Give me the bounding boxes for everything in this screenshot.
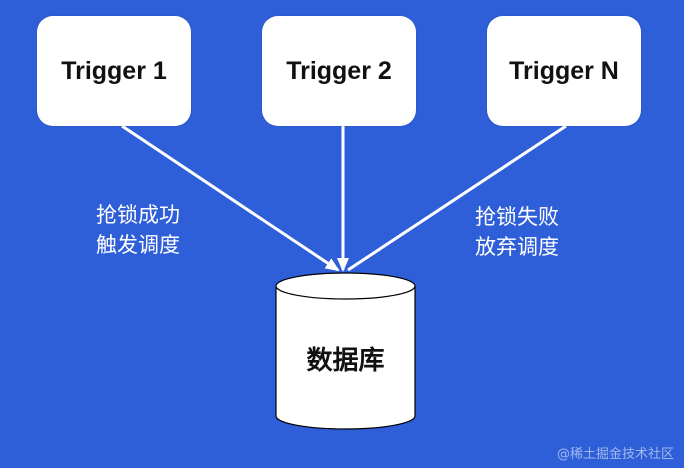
database-cylinder [275, 272, 416, 430]
lock-success-note: 抢锁成功 触发调度 [96, 200, 180, 260]
database-label: 数据库 [306, 346, 385, 376]
trigger-1-label: Trigger 1 [61, 56, 167, 85]
trigger-n-box: Trigger N [487, 16, 641, 126]
lock-failure-note: 抢锁失败 放弃调度 [475, 202, 559, 262]
lock-success-line-1: 抢锁成功 [96, 203, 180, 227]
trigger-2-box: Trigger 2 [262, 16, 416, 126]
arrow-trigger-1-to-db [121, 124, 340, 272]
lock-failure-line-2: 放弃调度 [475, 235, 559, 259]
trigger-1-box: Trigger 1 [37, 16, 191, 126]
trigger-n-label: Trigger N [509, 56, 619, 85]
watermark: @稀土掘金技术社区 [556, 447, 674, 462]
lock-failure-line-1: 抢锁失败 [475, 205, 559, 229]
trigger-2-label: Trigger 2 [286, 56, 392, 85]
line-trigger-n-to-db [347, 124, 567, 272]
lock-success-line-2: 触发调度 [96, 233, 180, 257]
